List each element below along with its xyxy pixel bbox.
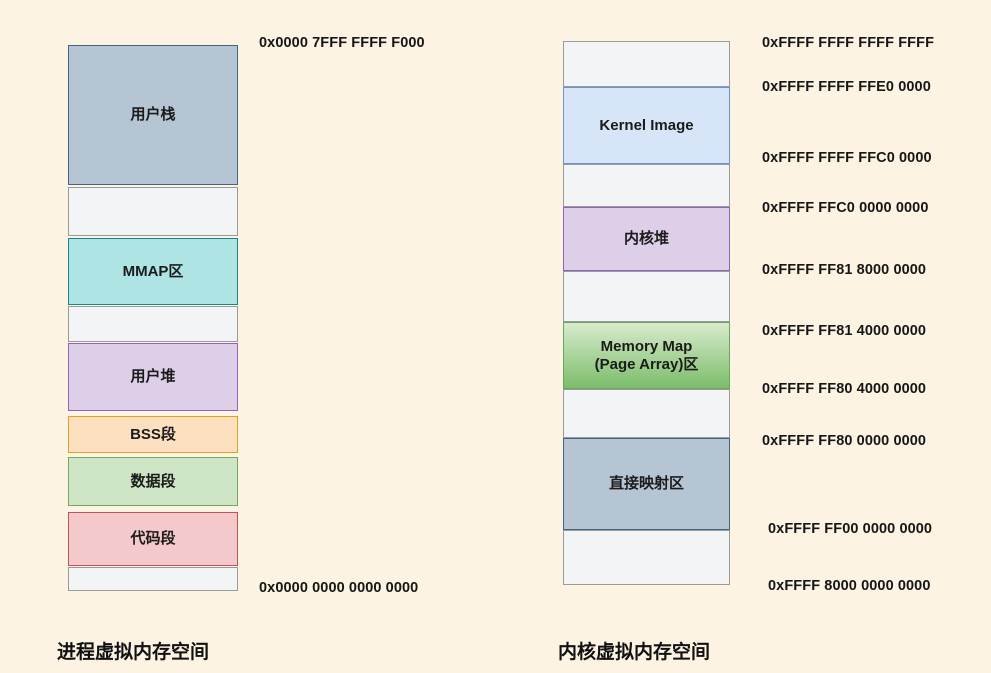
mem-block-user-heap: 用户堆 [68, 343, 238, 411]
mem-block-label: Memory Map (Page Array)区 [594, 337, 699, 373]
address-label-addr-ffffffc000000000: 0xFFFF FFC0 0000 0000 [762, 200, 929, 216]
mem-block-gap-1 [563, 164, 730, 207]
mem-block-user-stack: 用户栈 [68, 45, 238, 185]
mem-block-label: 用户栈 [130, 106, 176, 123]
address-label-addr-ffffffffffe00000: 0xFFFF FFFF FFE0 0000 [762, 79, 931, 95]
mem-block-bss-segment: BSS段 [68, 416, 238, 453]
mem-block-gap-2 [563, 271, 730, 322]
mem-block-label: 用户堆 [130, 368, 176, 385]
address-label-addr-ffffff8140000000: 0xFFFF FF81 4000 0000 [762, 323, 927, 339]
address-label-addr-ffffff8180000000: 0xFFFF FF81 8000 0000 [762, 262, 927, 278]
mem-block-gap-3 [68, 567, 238, 591]
mem-block-mmap-area: MMAP区 [68, 238, 238, 305]
mem-block-gap-bottom [563, 530, 730, 585]
mem-block-gap-3 [563, 389, 730, 438]
mem-block-gap-top [563, 41, 730, 87]
mem-block-label: 内核堆 [623, 230, 669, 247]
mem-block-gap-2 [68, 306, 238, 342]
mem-block-direct-map-area: 直接映射区 [563, 438, 730, 530]
mem-block-data-segment: 数据段 [68, 457, 238, 506]
mem-block-label: 直接映射区 [608, 475, 684, 492]
address-label-addr-ffffff8000000000: 0xFFFF FF80 0000 0000 [762, 433, 927, 449]
address-label-addr-ffff800000000000: 0xFFFF 8000 0000 0000 [768, 578, 931, 594]
mem-block-kernel-heap: 内核堆 [563, 207, 730, 271]
process-caption: 进程虚拟内存空间 [57, 642, 210, 663]
address-label-addr-ffffff8040000000: 0xFFFF FF80 4000 0000 [762, 381, 927, 397]
address-label-addr-ffffffffffffffff: 0xFFFF FFFF FFFF FFFF [762, 35, 935, 51]
mem-block-label: BSS段 [130, 425, 176, 443]
mem-block-gap-1 [68, 187, 238, 236]
address-label-addr-ffffff0000000000: 0xFFFF FF00 0000 0000 [768, 521, 933, 537]
address-label-addr-ffffffffffc00000: 0xFFFF FFFF FFC0 0000 [762, 150, 932, 166]
address-label-addr-top: 0x0000 7FFF FFFF F000 [259, 35, 425, 51]
address-label-addr-bottom: 0x0000 0000 0000 0000 [259, 580, 419, 596]
mem-block-label: 代码段 [130, 530, 176, 547]
mem-block-text-segment: 代码段 [68, 512, 238, 566]
mem-block-kernel-image: Kernel Image [563, 87, 730, 164]
mem-block-label: 数据段 [130, 472, 176, 490]
kernel-caption: 内核虚拟内存空间 [558, 642, 711, 663]
mem-block-label: Kernel Image [599, 116, 694, 134]
mem-block-memory-map-area: Memory Map (Page Array)区 [563, 322, 730, 389]
mem-block-label: MMAP区 [122, 262, 184, 280]
